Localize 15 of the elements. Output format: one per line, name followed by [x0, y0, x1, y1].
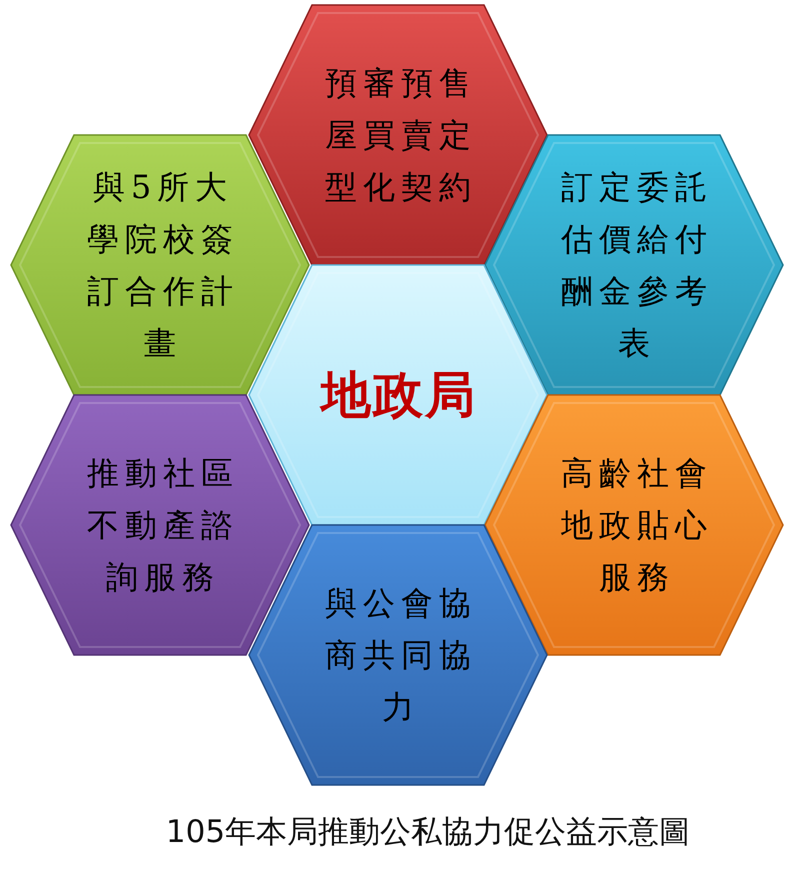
hexagon-label: 與5所大學院校簽訂合作計畫: [86, 167, 240, 364]
hexagon: [248, 4, 548, 266]
hexagon-label: 與公會協商共同協力: [324, 583, 478, 728]
hexagon: [10, 394, 310, 656]
hexagon: [484, 394, 784, 656]
hexagon-label: 高齡社會地政貼心服務: [560, 453, 714, 598]
center-hexagon: [248, 264, 548, 526]
hexagon-label: 預審預售屋買賣定型化契約: [324, 63, 478, 208]
hexagon-label: 訂定委託估價給付酬金參考表: [560, 167, 714, 364]
hexagon: [10, 134, 310, 396]
center-label: 地政局: [319, 365, 477, 425]
hexagon: [484, 134, 784, 396]
hexagon-label: 推動社區不動產諮詢服務: [86, 453, 240, 598]
caption: 105年本局推動公私協力促公益示意圖: [166, 813, 690, 852]
hexagon: [248, 524, 548, 786]
